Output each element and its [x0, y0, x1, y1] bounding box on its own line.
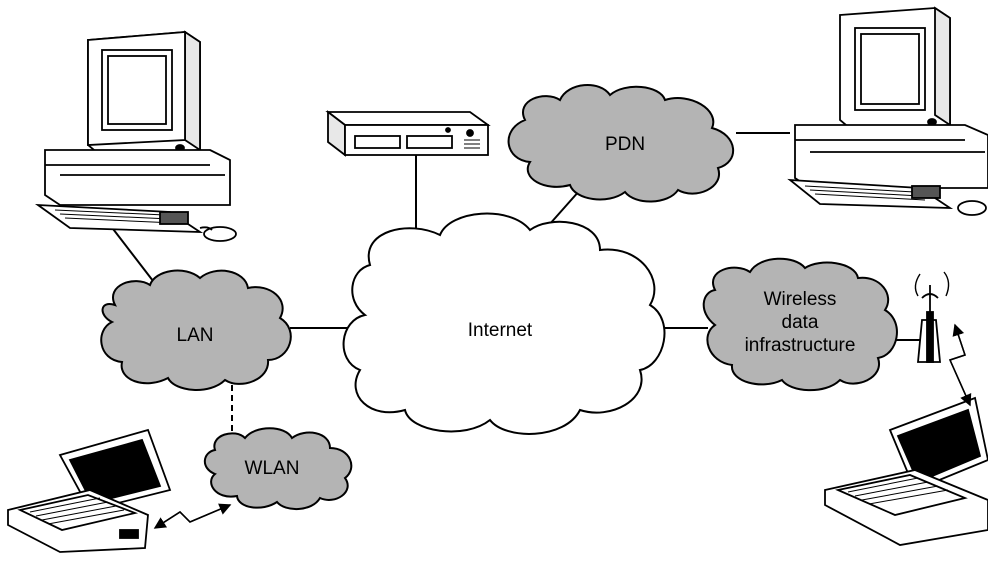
wlan-label: WLAN	[245, 458, 300, 479]
pdn-label: PDN	[605, 134, 645, 155]
desktop-computer-right-icon	[787, 6, 988, 216]
laptop-left-icon	[7, 428, 172, 553]
laptop-right-icon	[824, 396, 988, 546]
wireless-link-left	[153, 503, 232, 529]
radio-tower-icon	[914, 271, 950, 363]
pdn-cloud: PDN	[507, 83, 735, 203]
lan-label: LAN	[177, 325, 214, 346]
wireless-label-line3: infrastructure	[745, 335, 856, 356]
wireless-label-line2: data	[782, 312, 819, 333]
desktop-computer-left-icon	[34, 30, 237, 242]
wlan-cloud: WLAN	[203, 427, 353, 510]
wireless-data-cloud: Wireless data infrastructure	[702, 257, 898, 392]
wireless-label-line1: Wireless	[764, 289, 837, 310]
link-desktop-lan	[109, 224, 161, 291]
internet-cloud: Internet	[342, 212, 666, 435]
server-icon	[325, 110, 491, 157]
internet-label: Internet	[468, 320, 533, 341]
wireless-link-right	[948, 323, 972, 407]
lan-cloud: LAN	[100, 269, 292, 391]
